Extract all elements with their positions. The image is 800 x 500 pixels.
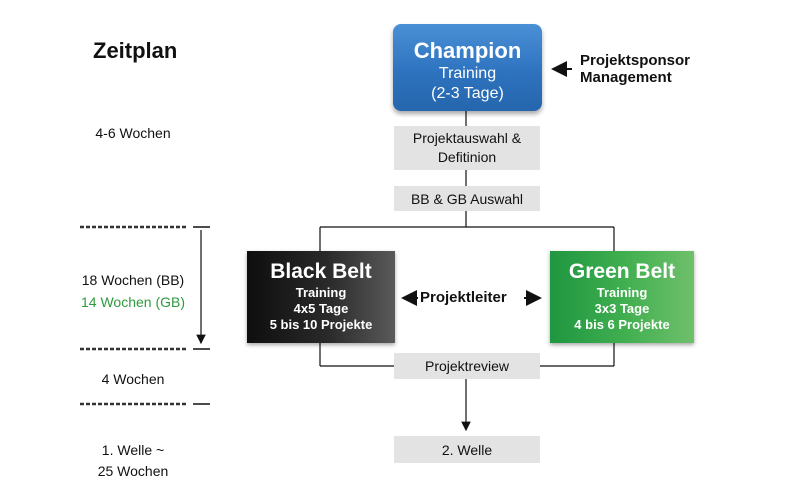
step-projektauswahl-line2: Defitinion (437, 149, 497, 165)
timeline-phase4-line1: 1. Welle ~ (101, 442, 165, 458)
step-projektauswahl: Projektauswahl & Defitinion (394, 126, 540, 170)
green-belt-days: 3x3 Tage (594, 301, 650, 316)
timeline-phase1: 4-6 Wochen (95, 125, 171, 141)
timeline-phase4-line2: 25 Wochen (97, 463, 169, 479)
step-projektauswahl-line1: Projektauswahl & (412, 130, 522, 146)
step-projektreview: Projektreview (394, 353, 540, 379)
timeline-phase3: 4 Wochen (101, 371, 165, 387)
green-belt-projects: 4 bis 6 Projekte (574, 317, 670, 332)
green-belt-box: Green Belt Training 3x3 Tage 4 bis 6 Pro… (550, 251, 694, 343)
black-belt-title: Black Belt (270, 260, 372, 283)
black-belt-training: Training (295, 285, 347, 300)
sponsor-line1: Projektsponsor (580, 52, 691, 69)
sponsor-line2: Management (580, 69, 672, 86)
black-belt-days: 4x5 Tage (293, 301, 349, 316)
projektleiter-label: Projektleiter (420, 289, 507, 306)
step-bb-gb-auswahl: BB & GB Auswahl (394, 186, 540, 211)
timeline-title: Zeitplan (93, 38, 178, 63)
black-belt-box: Black Belt Training 4x5 Tage 5 bis 10 Pr… (247, 251, 395, 343)
step-welle2: 2. Welle (394, 436, 540, 463)
champion-title: Champion (413, 38, 522, 63)
black-belt-projects: 5 bis 10 Projekte (269, 317, 373, 332)
sponsor-label: Projektsponsor Management (580, 52, 690, 86)
timeline-phase2-bb: 18 Wochen (BB) (81, 272, 185, 288)
champion-box: Champion Training (2-3 Tage) (393, 24, 542, 111)
green-belt-training: Training (596, 285, 648, 300)
champion-duration: (2-3 Tage) (431, 85, 504, 102)
timeline-phase2-gb: 14 Wochen (GB) (80, 294, 185, 310)
green-belt-title: Green Belt (568, 260, 676, 283)
champion-training: Training (438, 65, 497, 82)
